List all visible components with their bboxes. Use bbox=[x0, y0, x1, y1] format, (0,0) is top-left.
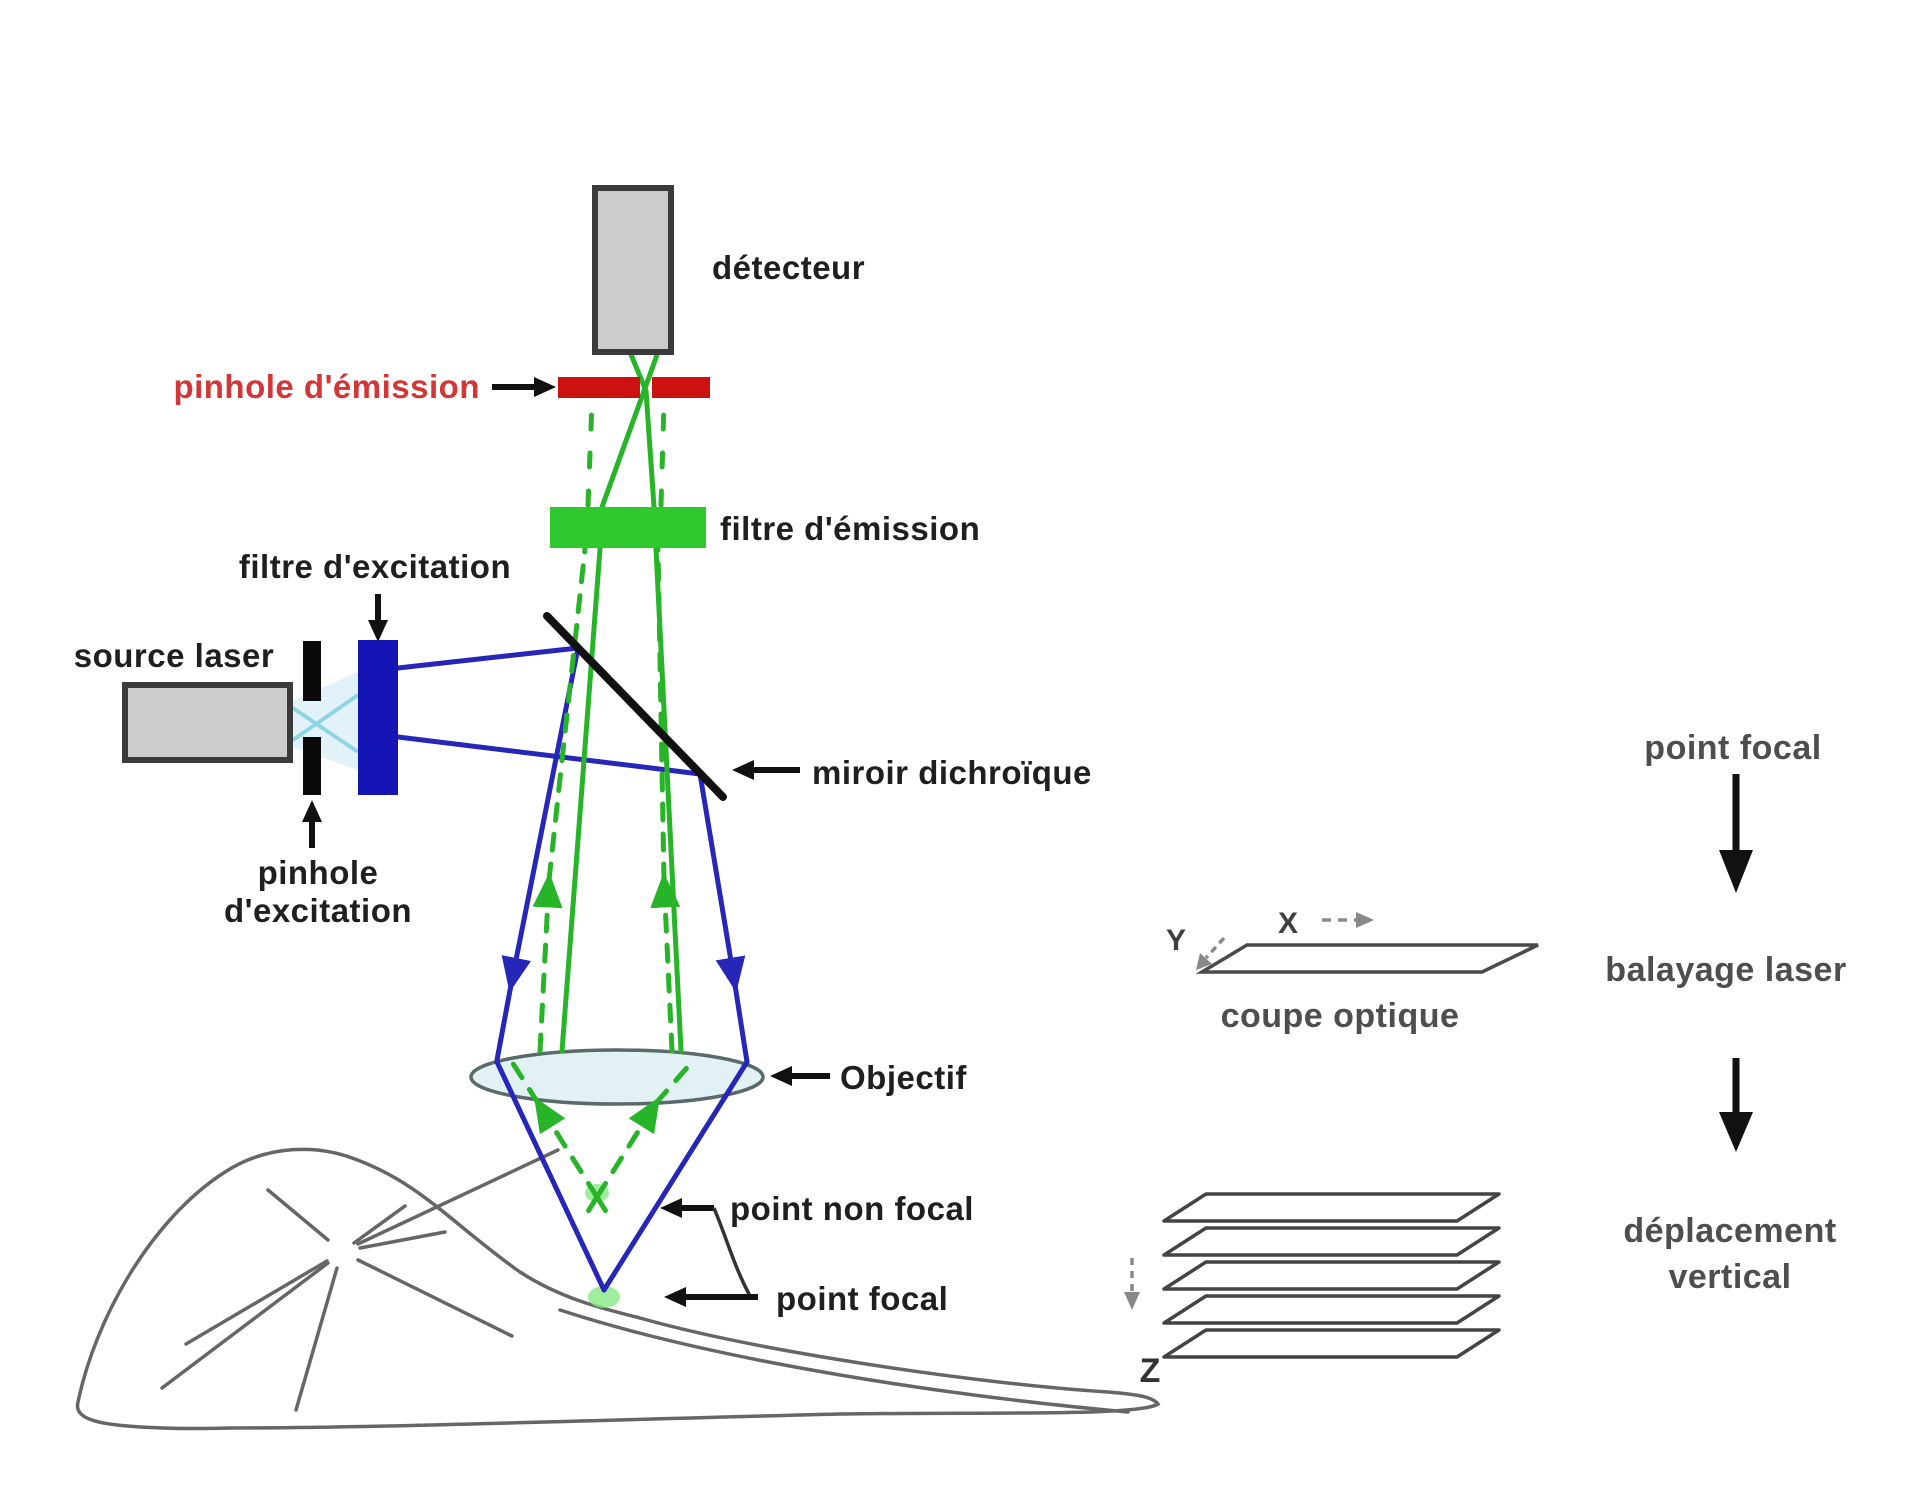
cell-inner-membrane bbox=[558, 1308, 1130, 1414]
emission-filter: filtre d'émission bbox=[550, 507, 980, 548]
up-arrow bbox=[302, 800, 322, 848]
stack-plane bbox=[1162, 1192, 1501, 1223]
objective-callout: Objectif bbox=[770, 1059, 967, 1096]
left-arrow bbox=[664, 1287, 758, 1307]
left-arrow bbox=[770, 1066, 830, 1086]
flow-step-point-focal: point focal bbox=[1644, 729, 1821, 767]
stack-plane bbox=[1162, 1226, 1501, 1257]
leader-curve bbox=[712, 1207, 752, 1297]
dichroic-mirror: miroir dichroïque bbox=[543, 612, 1092, 801]
specimen-cell bbox=[75, 1147, 1161, 1431]
detector: détecteur bbox=[592, 185, 865, 355]
cell-outline bbox=[75, 1147, 1161, 1431]
excitation-filter: filtre d'excitation bbox=[239, 548, 511, 795]
point-non-focal-callout: point non focal bbox=[660, 1190, 974, 1297]
left-arrow bbox=[732, 760, 800, 780]
emission-pinhole: pinhole d'émission bbox=[173, 368, 710, 405]
y-axis-arrow bbox=[1196, 936, 1226, 970]
x-axis-arrow bbox=[1322, 912, 1374, 928]
axis-z-label: Z bbox=[1140, 1352, 1161, 1390]
emission-pinhole-label: pinhole d'émission bbox=[173, 368, 480, 405]
excitation-filter-label: filtre d'excitation bbox=[239, 548, 511, 585]
excitation-pinhole: pinhole d'excitation bbox=[224, 641, 412, 929]
cell-spokes bbox=[160, 1148, 560, 1412]
dichroic-mirror-label: miroir dichroïque bbox=[812, 754, 1092, 791]
laser-source: source laser bbox=[74, 637, 293, 763]
stack-plane bbox=[1162, 1328, 1501, 1359]
down-arrow bbox=[1719, 1058, 1753, 1152]
point-focal-callout: point focal bbox=[664, 1280, 948, 1317]
point-non-focal-label: point non focal bbox=[730, 1190, 974, 1227]
emission-filter-label: filtre d'émission bbox=[720, 510, 980, 547]
objective-lens bbox=[469, 1048, 765, 1106]
flow-step-deplacement: déplacement bbox=[1623, 1212, 1836, 1250]
flow-step-balayage-laser: balayage laser bbox=[1605, 951, 1846, 989]
coupe-optique-label: coupe optique bbox=[1221, 997, 1460, 1035]
left-arrow bbox=[660, 1198, 714, 1218]
down-arrow bbox=[368, 594, 388, 642]
stack-plane bbox=[1162, 1294, 1501, 1325]
point-focal-label: point focal bbox=[776, 1280, 948, 1317]
optical-section: coupe optique X Y bbox=[1166, 907, 1539, 1035]
emission-beam-nonfocal bbox=[509, 399, 695, 1221]
detector-label: détecteur bbox=[712, 249, 865, 286]
laser-source-label: source laser bbox=[74, 637, 274, 674]
objective-label: Objectif bbox=[840, 1059, 967, 1096]
axis-y-label: Y bbox=[1166, 924, 1186, 957]
excitation-pinhole-label-1: pinhole bbox=[258, 854, 379, 891]
z-axis-arrow bbox=[1124, 1258, 1140, 1310]
laser-beam-cyan bbox=[288, 672, 360, 770]
flow-step-vertical: vertical bbox=[1668, 1258, 1791, 1296]
scan-flow-chart: point focal balayage laser déplacement v… bbox=[1605, 729, 1846, 1296]
down-arrow bbox=[1719, 774, 1753, 893]
z-stack: Z bbox=[1124, 1192, 1501, 1390]
stack-plane bbox=[1162, 1260, 1501, 1291]
excitation-pinhole-label-2: d'excitation bbox=[224, 892, 412, 929]
axis-x-label: X bbox=[1278, 907, 1298, 940]
right-arrow bbox=[492, 377, 556, 397]
excitation-beam bbox=[395, 645, 750, 1293]
section-plane bbox=[1195, 943, 1539, 974]
